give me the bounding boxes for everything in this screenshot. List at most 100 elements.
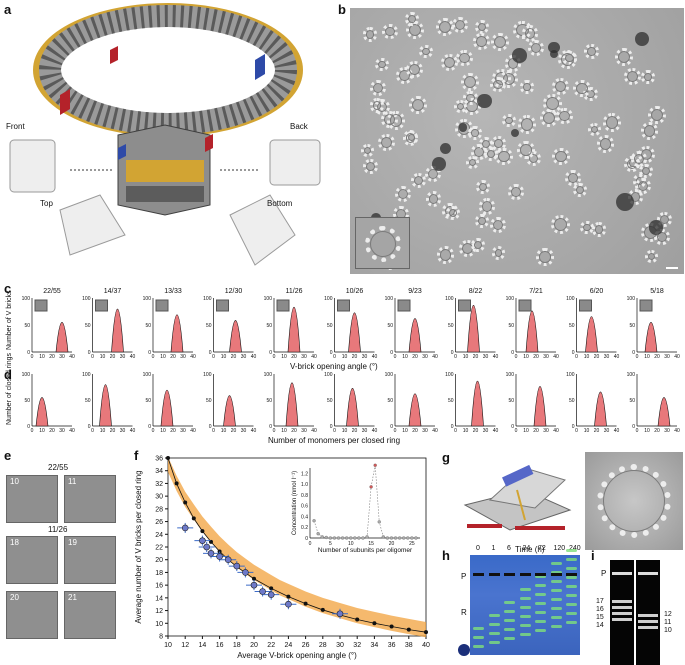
- x-tick-label: 26: [302, 642, 310, 649]
- gel-h-p-label: P: [461, 572, 467, 581]
- gel-band: [504, 610, 515, 613]
- data-point: [303, 601, 308, 606]
- y-tick-label: 100: [627, 296, 636, 302]
- x-tick-label: 30: [604, 428, 610, 434]
- y-tick-label: 0: [148, 424, 151, 430]
- y-tick-label: 50: [629, 323, 635, 329]
- y-tick-label: 0: [451, 350, 454, 356]
- gel-well-band: [638, 572, 658, 575]
- inset-data-point: [410, 536, 414, 540]
- x-tick-label: 10: [160, 354, 166, 360]
- inset-x-tick-label: 25: [409, 541, 415, 547]
- histogram-peak: [533, 386, 547, 427]
- x-tick-label: 20: [654, 428, 660, 434]
- x-tick-label: 0: [454, 428, 457, 434]
- origami-ring: [405, 12, 419, 27]
- origami-ring: [542, 93, 562, 113]
- origami-ring: [536, 248, 554, 266]
- gel-band: [612, 612, 632, 615]
- origami-ring: [478, 197, 496, 215]
- origami-ring: [468, 126, 482, 140]
- x-tick-label: 16: [216, 642, 224, 649]
- x-tick-label: 40: [614, 428, 620, 434]
- histogram-peak: [657, 397, 671, 427]
- measured-point: [242, 569, 249, 576]
- origami-ring: [363, 159, 378, 174]
- inset-ring: [365, 226, 401, 262]
- x-tick-label: 10: [463, 354, 469, 360]
- x-tick-label: 34: [371, 642, 379, 649]
- origami-ring: [647, 105, 667, 124]
- gel-band: [535, 575, 546, 578]
- origami-ring: [490, 217, 506, 234]
- x-tick-label: 20: [594, 354, 600, 360]
- y-tick-label: 0: [88, 424, 91, 430]
- gel-band: [535, 602, 546, 605]
- x-tick-label: 0: [31, 428, 34, 434]
- x-tick-label: 20: [533, 354, 539, 360]
- inset-y-tick-label: 0.4: [301, 514, 308, 520]
- y-tick-label: 0: [269, 350, 272, 356]
- x-tick-label: 40: [190, 354, 196, 360]
- x-tick-label: 40: [493, 428, 499, 434]
- y-tick-label: 0: [390, 350, 393, 356]
- class-average-thumbnail: [337, 299, 350, 312]
- y-tick-label: 100: [445, 372, 454, 378]
- gel-well-band: [519, 573, 531, 576]
- aggregate-blob: [548, 41, 560, 53]
- x-tick-label: 20: [654, 354, 660, 360]
- origami-ring: [451, 17, 468, 34]
- class-average-thumbnail: [518, 299, 532, 312]
- x-tick-label: 40: [674, 354, 680, 360]
- panel-h-label: h: [442, 548, 450, 563]
- x-tick-label: 10: [584, 354, 590, 360]
- inset-y-axis-label: Concentration (nmol l⁻¹): [292, 471, 298, 535]
- x-tick-label: 12: [181, 642, 189, 649]
- x-tick-label: 10: [523, 428, 529, 434]
- x-tick-label: 10: [342, 354, 348, 360]
- x-tick-label: 20: [110, 354, 116, 360]
- gel-band: [638, 620, 658, 623]
- histogram-peak: [346, 388, 359, 427]
- y-tick-label: 26: [155, 519, 163, 526]
- y-tick-label: 100: [324, 372, 333, 378]
- x-tick-label: 20: [49, 354, 55, 360]
- y-tick-label: 100: [203, 372, 212, 378]
- x-tick-label: 40: [130, 428, 136, 434]
- inset-data-point: [357, 536, 361, 540]
- histogram-peak: [644, 322, 658, 353]
- x-tick-label: 0: [212, 354, 215, 360]
- panel-e-label: e: [4, 448, 12, 463]
- histogram-peak: [111, 309, 124, 353]
- y-tick-label: 12: [155, 608, 163, 615]
- x-tick-label: 20: [291, 354, 297, 360]
- y-tick-label: 0: [632, 350, 635, 356]
- inset-data-point: [397, 536, 402, 540]
- x-tick-label: 30: [180, 428, 186, 434]
- x-tick-label: 30: [422, 354, 428, 360]
- aggregate-blob: [440, 142, 452, 154]
- x-tick-label: 0: [636, 354, 639, 360]
- histogram-title: 10/26: [346, 288, 364, 295]
- x-tick-label: 30: [483, 428, 489, 434]
- y-tick-label: 0: [451, 424, 454, 430]
- y-tick-label: 50: [327, 398, 333, 404]
- origami-ring: [508, 184, 524, 200]
- gel-band: [550, 580, 562, 583]
- gel-band: [488, 623, 500, 626]
- y-tick-label: 50: [24, 323, 30, 329]
- x-tick-label: 30: [336, 642, 344, 649]
- x-tick-label: 10: [281, 428, 287, 434]
- aggregate-blob: [512, 48, 528, 64]
- x-tick-label: 40: [422, 642, 430, 649]
- class-average-thumbnail: [216, 299, 229, 312]
- inset-x-axis-label: Number of subunits per oligomer: [318, 547, 413, 554]
- y-tick-label: 0: [511, 424, 514, 430]
- origami-ring: [521, 24, 539, 42]
- time-label: 240: [569, 545, 581, 552]
- origami-ring: [478, 136, 494, 152]
- gel-band: [550, 598, 562, 601]
